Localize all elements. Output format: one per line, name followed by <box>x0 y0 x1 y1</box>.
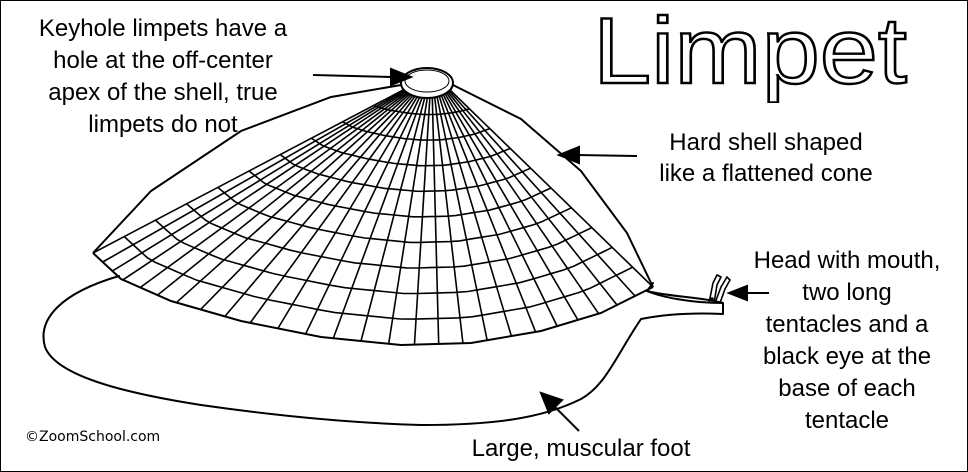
apex-hole <box>400 67 454 99</box>
foot-outline <box>42 275 724 426</box>
shell-label: Hard shell shaped like a flattened cone <box>627 127 905 189</box>
tentacle-left <box>708 273 723 304</box>
shell-growth-ring <box>248 170 552 218</box>
head-label-line: base of each <box>778 375 916 402</box>
head-label-line: tentacles and a <box>765 311 929 338</box>
shell-growth-ring <box>310 137 511 167</box>
keyhole-label-line: apex of the shell, true <box>48 79 278 106</box>
copyright-credit: ©ZoomSchool.com <box>25 429 161 445</box>
arrow-shell-line <box>576 154 638 157</box>
page-title: Limpet <box>592 3 908 103</box>
arrow-foot-head <box>539 391 564 415</box>
apex-hole-inner <box>404 69 450 93</box>
arrow-keyhole-head <box>390 67 414 87</box>
arrow-shell-head <box>556 145 580 165</box>
keyhole-label: Keyhole limpets have a hole at the off-c… <box>7 13 319 141</box>
head-label-line: Head with mouth, <box>753 247 941 274</box>
shell-growth-ring <box>373 104 470 116</box>
shell-growth-ring <box>217 186 572 244</box>
arrow-keyhole-line <box>312 74 394 78</box>
arrow-head-head <box>726 284 748 302</box>
head-label-line: black eye at the <box>762 343 932 370</box>
shell-mesh <box>92 84 654 347</box>
shell-outline <box>92 84 654 288</box>
tentacle-right <box>714 275 731 304</box>
tentacle-eye <box>710 297 714 301</box>
shell-growth-ring <box>279 153 531 193</box>
head-label-line: two long <box>802 279 892 306</box>
arrow-foot-line <box>552 404 580 432</box>
keyhole-label-line: Keyhole limpets have a <box>38 15 288 42</box>
shell-growth-ring <box>154 219 613 295</box>
tentacles <box>708 273 731 304</box>
shell-growth-ring <box>186 203 593 269</box>
shell-label-line: like a flattened cone <box>659 160 873 187</box>
shell-rim <box>92 252 654 347</box>
head-label-line: tentacle <box>804 407 890 434</box>
foot-label: Large, muscular foot <box>471 435 691 462</box>
keyhole-label-line: limpets do not <box>88 111 238 138</box>
svg-text:Limpet: Limpet <box>593 3 907 103</box>
shell-growth-ring <box>123 236 633 320</box>
head-label: Head with mouth, two long tentacles and … <box>729 245 965 437</box>
shell-growth-ring <box>342 121 491 141</box>
keyhole-label-line: hole at the off-center <box>53 47 273 74</box>
shell-label-line: Hard shell shaped <box>669 129 863 156</box>
